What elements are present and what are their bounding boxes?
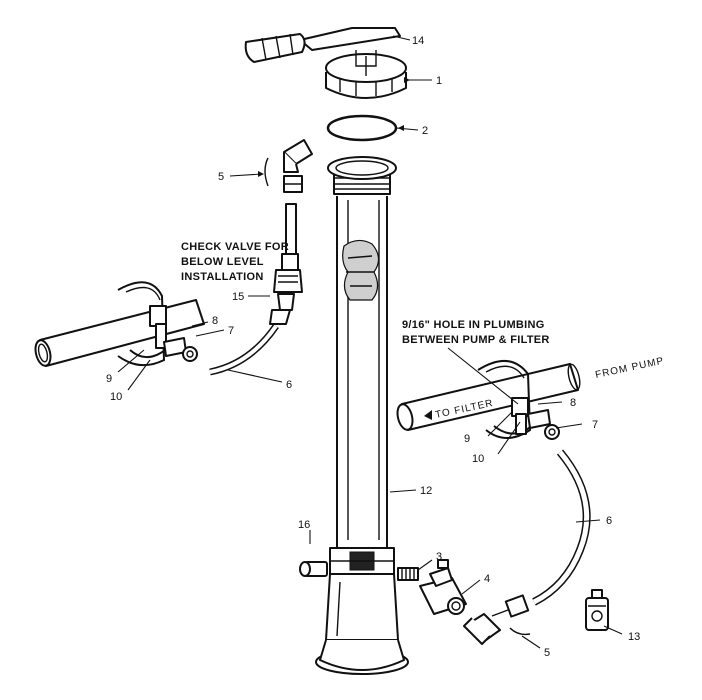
callout-7-left: 7 xyxy=(228,325,234,337)
left-clamp xyxy=(117,281,171,367)
callout-6-right: 6 xyxy=(606,515,612,527)
from-pump-label: FROM PUMP xyxy=(594,356,665,381)
callout-7-right: 7 xyxy=(592,419,598,431)
left-fitting xyxy=(163,337,198,362)
callout-9-right: 9 xyxy=(464,433,470,445)
callout-9-left: 9 xyxy=(106,373,112,385)
callout-16: 16 xyxy=(298,519,310,531)
callout-6-left: 6 xyxy=(286,379,292,391)
left-tubing xyxy=(209,324,279,376)
arrowheads xyxy=(258,77,410,177)
valve-body xyxy=(419,559,467,615)
main-tube xyxy=(315,156,409,675)
callout-10-left: 10 xyxy=(110,391,122,403)
callout-8-right: 8 xyxy=(570,397,576,409)
callout-5-lower: 5 xyxy=(544,647,550,659)
callout-5-upper: 5 xyxy=(218,171,224,183)
callout-10-right: 10 xyxy=(472,453,484,465)
nipple xyxy=(397,567,419,581)
callout-4: 4 xyxy=(484,573,490,585)
callout-15: 15 xyxy=(232,291,244,303)
right-pipe xyxy=(396,363,581,431)
handle-wrench xyxy=(244,27,401,63)
callout-2: 2 xyxy=(422,125,428,137)
callout-12: 12 xyxy=(420,485,432,497)
right-tubing xyxy=(532,449,591,606)
callout-13: 13 xyxy=(628,631,640,643)
callout-14: 14 xyxy=(412,35,424,47)
o-ring xyxy=(326,114,398,142)
check-valve xyxy=(269,203,303,325)
lower-elbow xyxy=(463,594,530,645)
check-valve-note-line1: CHECK VALVE FOR xyxy=(181,241,289,253)
check-valve-note-line2: BELOW LEVEL xyxy=(181,256,264,268)
hole-note-line1: 9/16" HOLE IN PLUMBING xyxy=(402,319,545,331)
to-filter-arrow xyxy=(424,410,432,420)
right-clamp xyxy=(477,360,535,439)
callout-8-left: 8 xyxy=(212,315,218,327)
side-plug xyxy=(299,561,328,577)
cap xyxy=(325,50,407,99)
upper-elbow xyxy=(283,139,313,193)
leader-lines xyxy=(117,35,623,649)
bottle xyxy=(585,589,609,631)
callout-3: 3 xyxy=(436,551,442,563)
right-fitting xyxy=(527,409,560,440)
callout-1: 1 xyxy=(436,75,442,87)
hole-note-line2: BETWEEN PUMP & FILTER xyxy=(402,334,550,346)
check-valve-note-line3: INSTALLATION xyxy=(181,271,264,283)
